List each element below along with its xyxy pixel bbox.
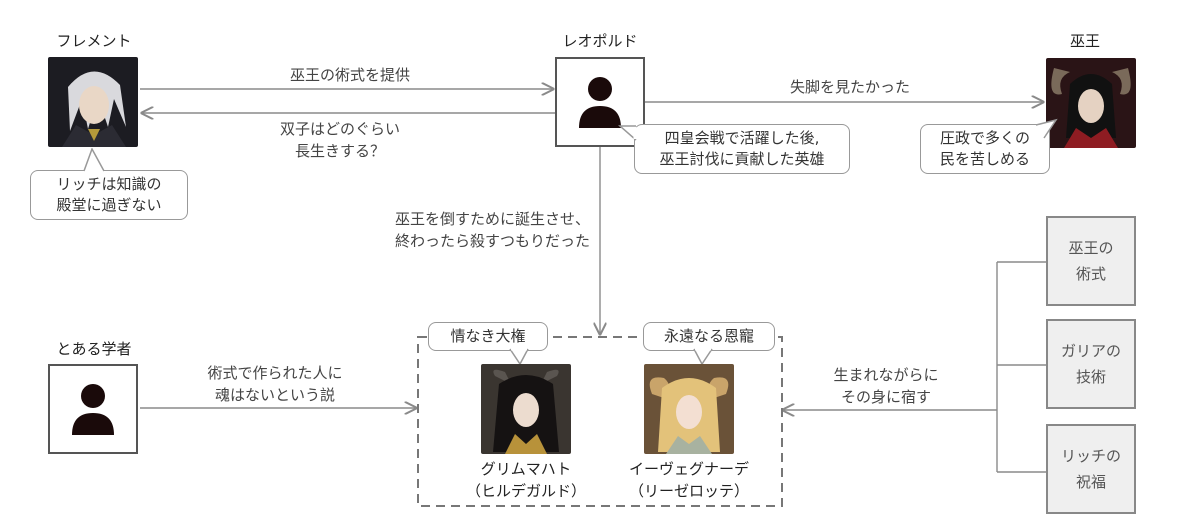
- ivegnade-label-line1: イーヴェグナーデ: [628, 460, 749, 478]
- leopold-note-line1: 四皇会戦で活躍した後,: [664, 129, 820, 147]
- source-gallia-tech-line2: 技術: [1075, 368, 1106, 386]
- grimmahat-label-line1: グリムマハト: [480, 460, 572, 478]
- grimmahat-portrait: [481, 364, 571, 454]
- edge-label-leopold-to-witch-king: 失脚を見たかった: [789, 78, 910, 96]
- fremont-note-line1: リッチは知識の: [56, 175, 162, 193]
- edge-label-leopold-to-fremont-line2: 長生きする？: [294, 142, 385, 160]
- witch-king-note-pointer: [1035, 118, 1058, 139]
- source-witch-king-spell-line1: 巫王の: [1068, 239, 1114, 257]
- edge-label-fremont-to-leopold: 巫王の術式を提供: [289, 66, 410, 84]
- ivegnade-bubble: 永遠なる恩寵: [643, 322, 775, 351]
- edge-label-leopold-to-twins-line1: 巫王を倒すために誕生させ、: [394, 210, 590, 228]
- source-lich-blessing-line1: リッチの: [1060, 447, 1121, 465]
- twins-group-frame: [417, 336, 783, 507]
- witch-king-note: 圧政で多くの 民を苦しめる: [920, 124, 1050, 174]
- edge-label-sources-to-twins: 生まれながらに その身に宿す: [806, 364, 966, 408]
- fremont-note: リッチは知識の 殿堂に過ぎない: [30, 170, 188, 220]
- ivegnade-label-line2: （リーゼロッテ）: [628, 482, 749, 500]
- fremont-name: フレメント: [56, 32, 132, 50]
- source-gallia-tech-line1: ガリアの: [1060, 342, 1121, 360]
- edge-label-scholar-to-twins-line1: 術式で作られた人に: [207, 364, 343, 382]
- edge-label-scholar-to-twins: 術式で作られた人に 魂はないという説: [175, 362, 375, 406]
- leopold-note-pointer: [618, 125, 637, 141]
- edge-label-leopold-to-twins-line2: 終わったら殺すつもりだった: [394, 232, 590, 250]
- witch-king-note-line1: 圧政で多くの: [939, 129, 1030, 147]
- witch-king-portrait: [1046, 58, 1136, 148]
- edge-label-sources-to-twins-line1: 生まれながらに: [833, 366, 939, 384]
- scholar-name: とある学者: [56, 340, 132, 358]
- ivegnade-portrait: [644, 364, 734, 454]
- fremont-note-line2: 殿堂に過ぎない: [56, 196, 162, 214]
- witch-king-note-line2: 民を苦しめる: [939, 150, 1030, 168]
- leopold-note: 四皇会戦で活躍した後, 巫王討伐に貢献した英雄: [634, 124, 850, 174]
- witch-king-name: 巫王: [1069, 32, 1100, 50]
- edge-label-sources-to-twins-line2: その身に宿す: [840, 388, 931, 406]
- grimmahat-label: グリムマハト （ヒルデガルド）: [455, 458, 597, 502]
- source-lich-blessing: リッチの 祝福: [1046, 424, 1136, 514]
- fremont-portrait: [48, 57, 138, 147]
- source-gallia-tech: ガリアの 技術: [1046, 319, 1136, 409]
- person-icon: [72, 384, 114, 435]
- grimmahat-label-line2: （ヒルデガルド）: [465, 482, 586, 500]
- edge-label-leopold-to-fremont: 双子はどのぐらい 長生きする？: [240, 118, 440, 162]
- source-witch-king-spell-line2: 術式: [1075, 265, 1106, 283]
- leopold-name: レオポルド: [562, 32, 638, 50]
- grimmahat-bubble: 情なき大権: [428, 322, 548, 351]
- edge-label-scholar-to-twins-line2: 魂はないという説: [214, 386, 335, 404]
- leopold-note-line2: 巫王討伐に貢献した英雄: [659, 150, 825, 168]
- source-lich-blessing-line2: 祝福: [1075, 473, 1106, 491]
- person-icon: [579, 77, 621, 128]
- scholar-box: [48, 364, 138, 454]
- edge-label-leopold-to-twins: 巫王を倒すために誕生させ、 終わったら殺すつもりだった: [350, 208, 590, 252]
- fremont-note-pointer: [83, 148, 105, 172]
- source-witch-king-spell: 巫王の 術式: [1046, 216, 1136, 306]
- edge-label-leopold-to-fremont-line1: 双子はどのぐらい: [279, 120, 400, 138]
- ivegnade-label: イーヴェグナーデ （リーゼロッテ）: [606, 458, 772, 502]
